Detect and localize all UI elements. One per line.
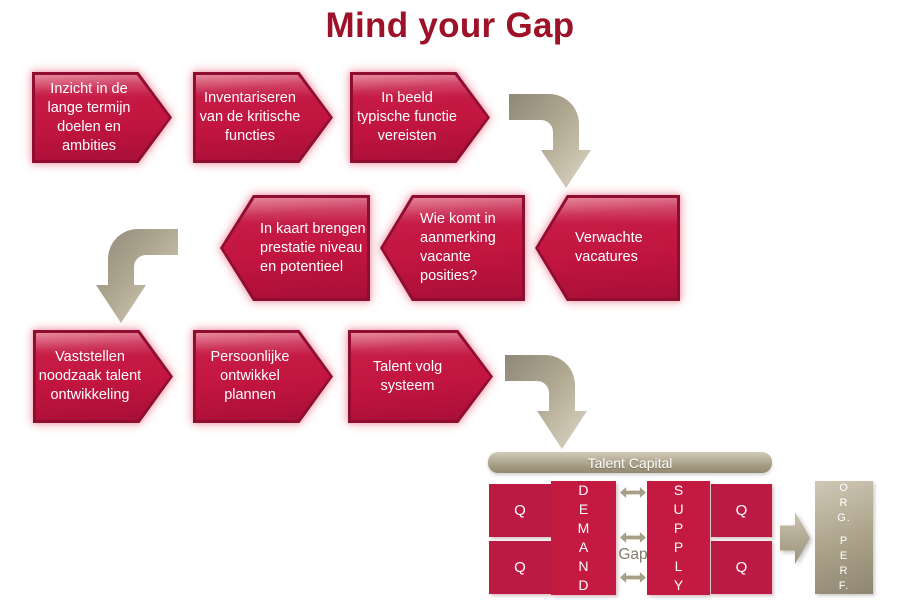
- step-fill: [538, 198, 677, 298]
- bevel-highlight: [351, 333, 490, 356]
- step-fill: [351, 333, 490, 420]
- step-fill: [196, 75, 330, 160]
- supply-box: S U P P L Y: [647, 481, 710, 595]
- flow-step-in-beeld: In beeld typische functie vereisten: [350, 72, 490, 163]
- bevel-highlight: [196, 75, 330, 98]
- step-fill: [196, 333, 330, 420]
- gap-label: Gap: [618, 546, 648, 563]
- curved-arrow-down-right-icon: [509, 94, 591, 188]
- double-arrow-icon: [620, 572, 646, 583]
- q-label: Q: [514, 502, 526, 519]
- bevel-highlight: [196, 333, 330, 356]
- flow-step-label: Persoonlijke ontwikkel plannen: [210, 349, 290, 403]
- flow-step-verwachte: Verwachte vacatures: [535, 195, 680, 301]
- flow-step-label: Talent volg systeem: [372, 358, 443, 394]
- demand-box: D E M A N D: [551, 481, 616, 595]
- step-fill: [353, 75, 487, 160]
- flow-step-persoonlijke: Persoonlijke ontwikkel plannen: [193, 330, 333, 423]
- flow-step-label: Inzicht in de lange termijn doelen en am…: [47, 80, 131, 154]
- right-arrow-icon: [780, 512, 810, 564]
- talent-capital-label: Talent Capital: [587, 454, 673, 471]
- flow-step-label: Wie komt in aanmerking vacante posities?: [420, 211, 496, 284]
- flow-step-talent-volg: Talent volg systeem: [348, 330, 493, 423]
- org-label: O R G.: [837, 482, 851, 524]
- flow-step-label: In kaart brengen prestatie niveau en pot…: [260, 220, 366, 275]
- q-label: Q: [735, 502, 748, 519]
- q-label: Q: [514, 559, 526, 576]
- bevel-highlight: [35, 75, 169, 98]
- step-fill: [223, 198, 367, 298]
- curved-arrow-down-left-icon: [96, 229, 178, 323]
- double-arrow-icon: [620, 532, 646, 543]
- bevel-highlight: [353, 75, 487, 98]
- flow-step-wie-komt: Wie komt in aanmerking vacante posities?: [380, 195, 525, 301]
- flow-step-in-kaart: In kaart brengen prestatie niveau en pot…: [220, 195, 370, 301]
- step-fill: [35, 75, 169, 160]
- flow-step-label: Inventariseren van de kritische functies: [199, 90, 301, 144]
- quantity-box-demand-bottom: Q: [489, 541, 551, 594]
- page-title: Mind your Gap: [325, 6, 575, 45]
- org-perf-box: O R G. P E R F.: [815, 481, 873, 594]
- flow-step-label: In beeld typische functie vereisten: [357, 90, 457, 144]
- flow-step-inzicht: Inzicht in de lange termijn doelen en am…: [32, 72, 172, 163]
- curved-arrow-down-right-icon: [505, 355, 587, 449]
- step-fill: [383, 198, 522, 298]
- quantity-box-supply-top: Q: [711, 484, 772, 537]
- q-label: Q: [735, 559, 748, 576]
- double-arrow-icon: [620, 487, 646, 498]
- flow-step-vaststellen: Vaststellen noodzaak talent ontwikkeling: [33, 330, 173, 423]
- flow-step-inventariseren: Inventariseren van de kritische functies: [193, 72, 333, 163]
- bevel-highlight: [36, 333, 170, 356]
- perf-label: P E R F.: [838, 535, 850, 592]
- quantity-box-demand-top: Q: [489, 484, 551, 537]
- right-arrow-shape: [780, 512, 810, 564]
- step-fill: [36, 333, 170, 420]
- flow-step-label: Vaststellen noodzaak talent ontwikkeling: [38, 349, 142, 403]
- talent-capital-bar: Talent Capital: [488, 452, 772, 473]
- flow-step-label: Verwachte vacatures: [575, 230, 643, 265]
- quantity-box-supply-bottom: Q: [711, 541, 772, 594]
